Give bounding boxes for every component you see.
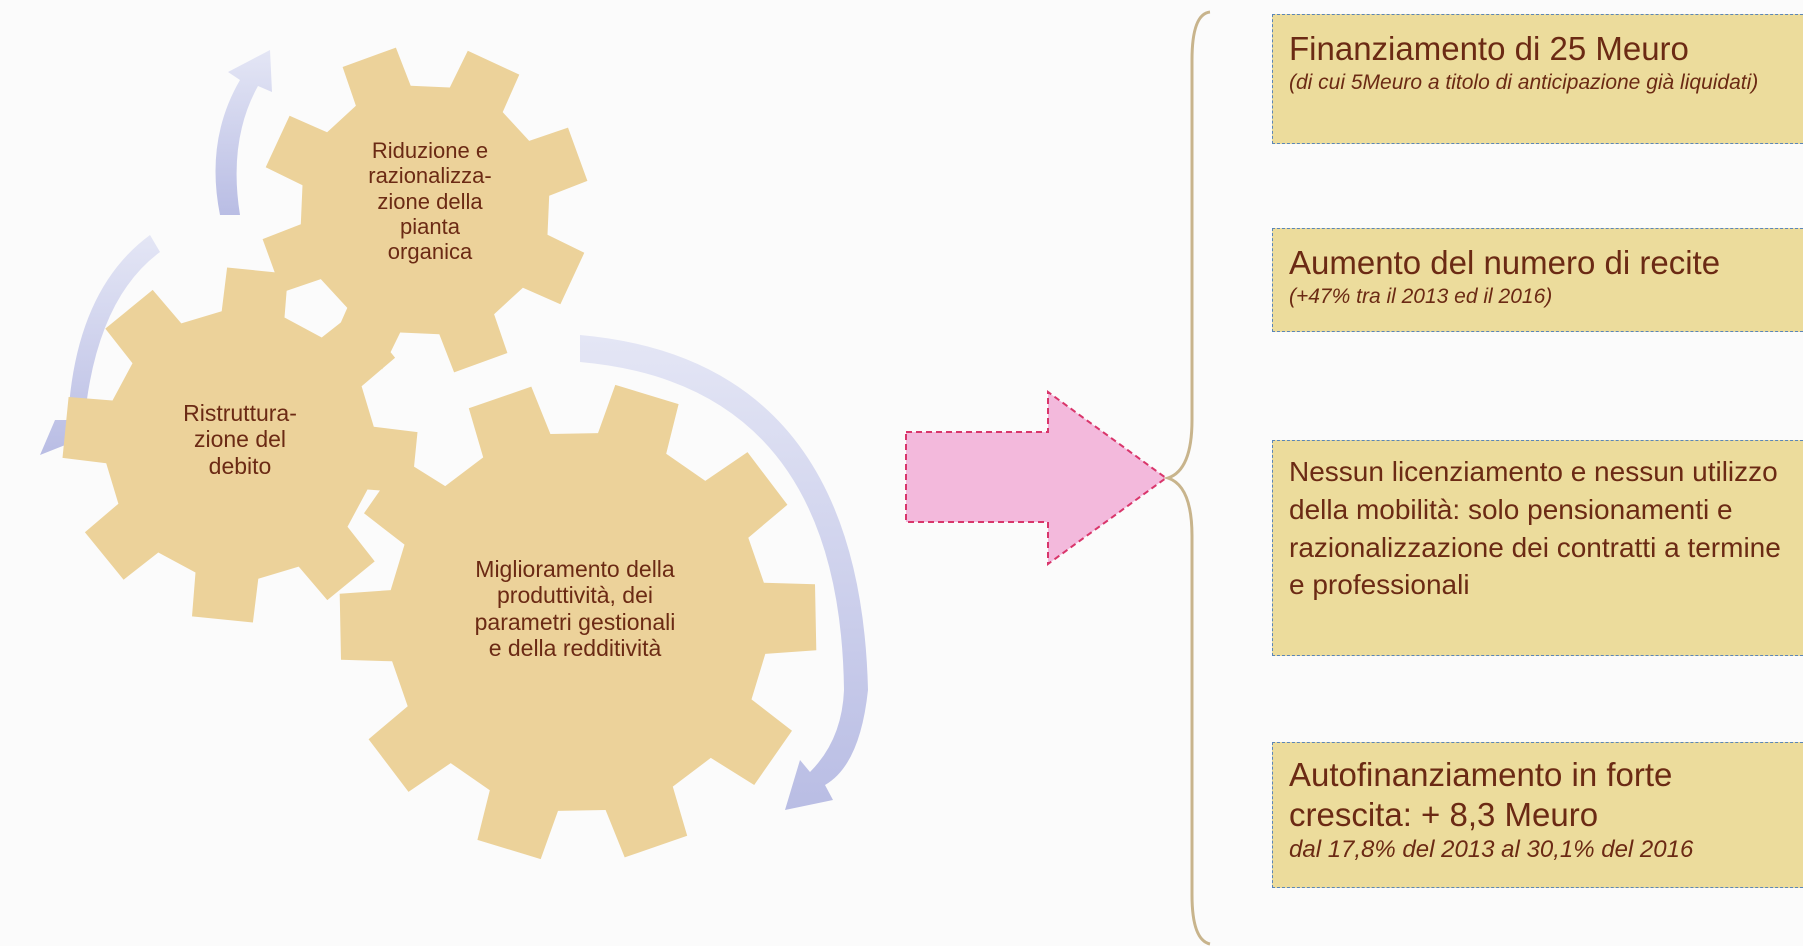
result-box-autofinanziamento: Autofinanziamento in forte crescita: + 8… [1272, 742, 1803, 888]
brace [1163, 10, 1211, 946]
gear-group [62, 47, 817, 860]
gear-label-riduzione: Riduzione e razionalizza- zione della pi… [368, 138, 492, 265]
gear-miglioramento [339, 384, 817, 860]
result-box-recite: Aumento del numero di recite (+47% tra i… [1272, 228, 1803, 332]
result-headline: Finanziamento di 25 Meuro [1289, 30, 1689, 67]
cycle-arrow-right [580, 335, 868, 810]
result-box-finanziamento: Finanziamento di 25 Meuro (di cui 5Meuro… [1272, 14, 1803, 144]
result-headline: Aumento del numero di recite [1289, 244, 1721, 281]
gear-label-ristrutturazione: Ristruttura- zione del debito [183, 400, 297, 479]
result-note: (di cui 5Meuro a titolo di anticipazione… [1289, 70, 1759, 94]
result-note: dal 17,8% del 2013 al 30,1% del 2016 [1289, 836, 1694, 864]
gear-label-miglioramento: Miglioramento della produttività, dei pa… [474, 556, 676, 662]
cycle-arrow-top [215, 50, 272, 215]
result-arrow [905, 390, 1168, 566]
result-note: (+47% tra il 2013 ed il 2016) [1289, 284, 1553, 308]
result-box-licenziamento: Nessun licenziamento e nessun utilizzo d… [1272, 440, 1803, 656]
result-headline: Autofinanziamento in forte crescita: + 8… [1289, 756, 1673, 833]
result-body: Nessun licenziamento e nessun utilizzo d… [1289, 456, 1781, 601]
gear-riduzione [262, 47, 588, 373]
gear-ristrutturazione [62, 267, 418, 623]
